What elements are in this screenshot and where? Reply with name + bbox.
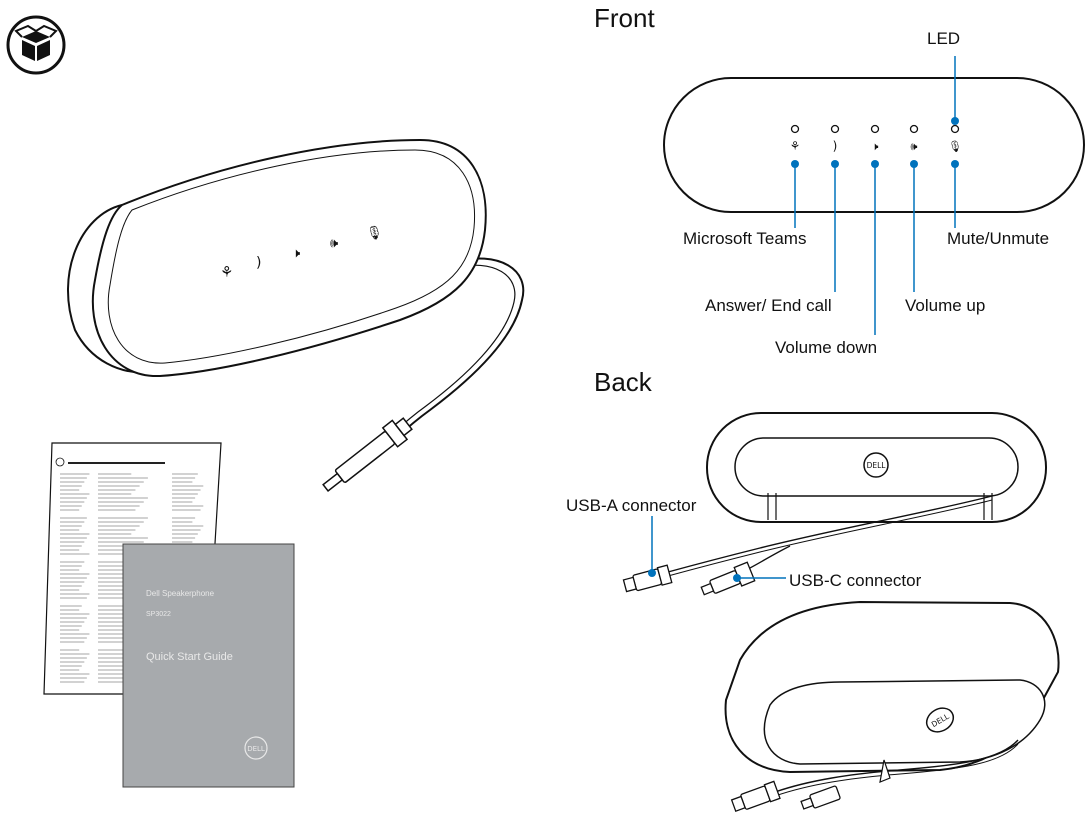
svg-text:🕨: 🕨 — [292, 246, 300, 261]
svg-text:DELL: DELL — [867, 461, 887, 470]
svg-text:🕪: 🕪 — [330, 236, 338, 251]
svg-text:DELL: DELL — [247, 745, 265, 753]
svg-text:🎙: 🎙 — [948, 140, 962, 153]
speaker-front-view: ⚘ ) 🕨 🕪 🎙 — [663, 77, 1085, 213]
mic-mute-icon: 🎙 — [948, 140, 962, 153]
phone-icon: ) — [833, 139, 838, 153]
dell-logo: DELL — [244, 736, 268, 760]
dell-logo: DELL — [925, 707, 955, 733]
booklet-product: Dell Speakerphone — [146, 589, 215, 598]
svg-text:🕪: 🕪 — [911, 140, 918, 153]
front-heading: Front — [594, 3, 655, 33]
speaker-perspective: ⚘ ) 🕨 🕪 🎙 — [66, 138, 525, 492]
svg-text:): ) — [833, 139, 838, 153]
mute-unmute-label: Mute/Unmute — [947, 229, 1050, 248]
svg-text:🎙: 🎙 — [366, 225, 383, 241]
booklet-model: SP3022 — [146, 611, 171, 618]
booklet-guide-title: Quick Start Guide — [146, 651, 233, 663]
front-callouts — [791, 56, 959, 335]
led-label: LED — [927, 29, 961, 48]
teams-icon: ⚘ — [790, 139, 801, 153]
microsoft-teams-label: Microsoft Teams — [683, 229, 807, 248]
speaker-back-perspective: DELL — [724, 600, 1060, 813]
svg-text:): ) — [256, 255, 261, 271]
volume-up-icon: 🕪 — [911, 140, 918, 153]
speaker-back-view: DELL — [622, 412, 1047, 596]
back-heading: Back — [594, 367, 652, 397]
usb-a-label: USB-A connector — [566, 496, 697, 515]
volume-down-icon: 🕨 — [872, 140, 879, 153]
box-icon — [6, 15, 66, 75]
usb-c-label: USB-C connector — [789, 571, 922, 590]
volume-up-label: Volume up — [905, 296, 986, 315]
answer-end-call-label: Answer/ End call — [705, 296, 832, 315]
svg-text:⚘: ⚘ — [790, 139, 801, 153]
svg-text:🕨: 🕨 — [872, 140, 879, 153]
quick-start-booklet: DELL — [122, 543, 295, 788]
volume-down-label: Volume down — [775, 338, 878, 357]
svg-text:⚘: ⚘ — [220, 263, 233, 281]
dell-logo: DELL — [863, 452, 889, 478]
